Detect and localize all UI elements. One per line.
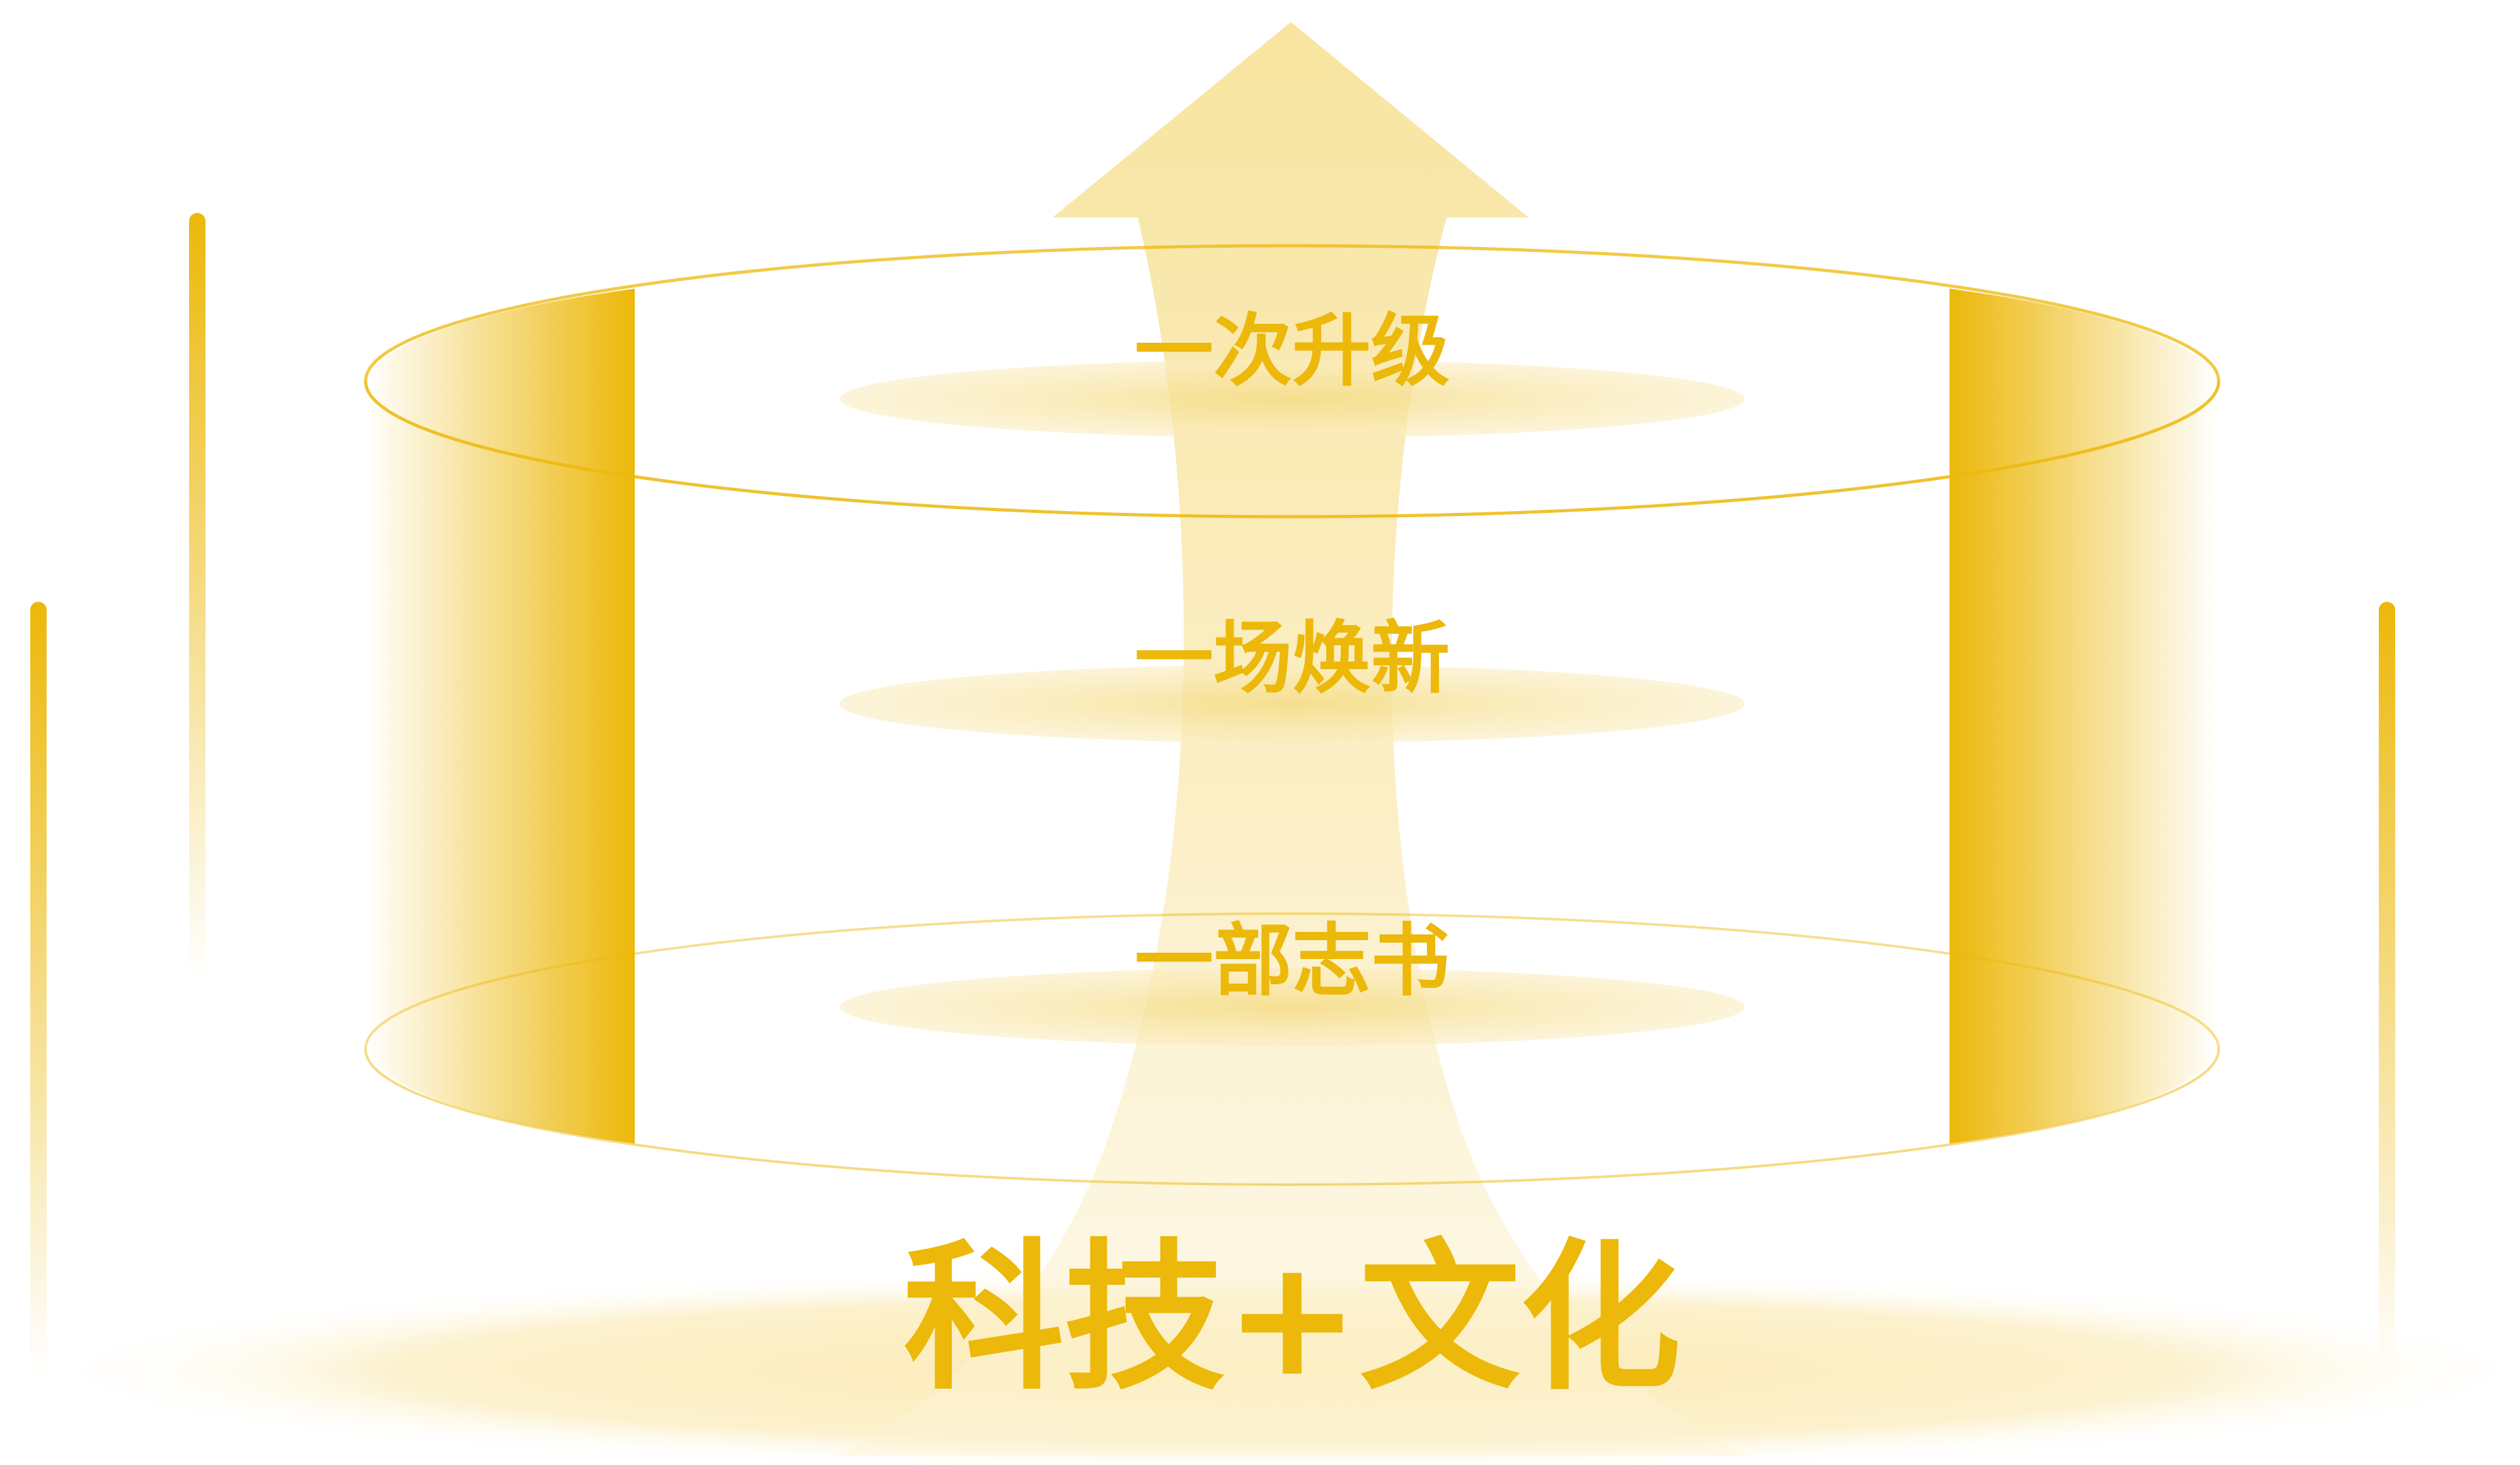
- decor-line-left-inner: [189, 213, 205, 982]
- layer-disc-1: [840, 360, 1745, 438]
- layer-disc-3: [840, 968, 1745, 1046]
- decor-line-right: [2379, 602, 2395, 1377]
- left-panel: [366, 289, 635, 1144]
- layer-label-1: 一次升级: [1135, 306, 1450, 397]
- layer-disc-2: [840, 665, 1745, 743]
- decor-line-left-outer: [30, 602, 47, 1377]
- ring-bottom-front: [364, 1048, 2220, 1186]
- layer-label-3: 一部志书: [1135, 916, 1450, 1007]
- right-panel: [1950, 289, 2219, 1144]
- base-label: 科技+文化: [903, 1225, 1681, 1412]
- layer-label-2: 一场焕新: [1135, 613, 1450, 704]
- ring-top-front: [364, 381, 2221, 519]
- ring-top-back: [364, 244, 2221, 382]
